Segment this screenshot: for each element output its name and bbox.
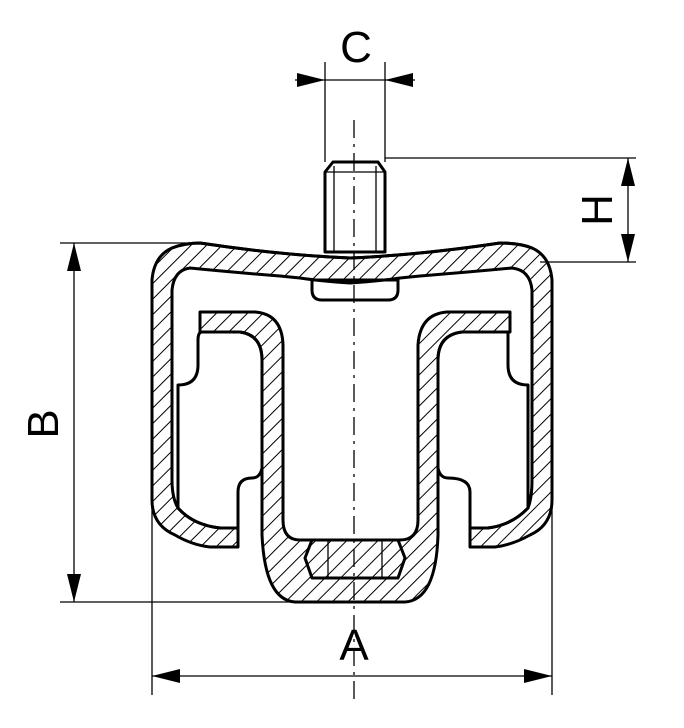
dimension-a-label: A [339, 621, 369, 670]
dimension-h: H [385, 157, 636, 263]
rubber-element-right [436, 330, 530, 530]
hex-nut [303, 538, 407, 580]
threaded-stud [323, 160, 387, 254]
dimension-h-label: H [573, 194, 622, 226]
dimension-b: B [19, 242, 300, 603]
dimension-a: A [151, 500, 553, 695]
outer-housing [150, 241, 554, 549]
rubber-element-left [176, 330, 264, 530]
dimension-c-label: C [340, 23, 372, 72]
dimension-b-label: B [19, 409, 68, 438]
dimension-c: C [295, 23, 415, 162]
top-insert [310, 278, 400, 302]
inner-bracket [198, 310, 512, 604]
